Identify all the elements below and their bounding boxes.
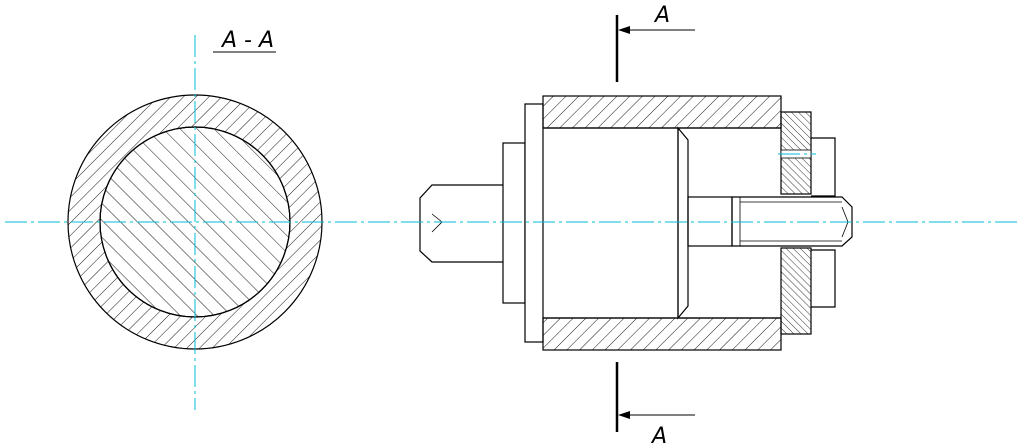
nut-bottom	[811, 249, 836, 308]
end-cap-bottom	[780, 247, 812, 335]
section-title: A - A	[220, 28, 274, 53]
centerlines	[5, 35, 1020, 410]
pin-chamfer	[431, 213, 443, 233]
cut-indicator-top: A	[615, 3, 695, 82]
left-pin	[419, 184, 503, 263]
piston-body	[677, 126, 689, 320]
assembly-side-view	[419, 95, 853, 351]
flange-large	[524, 103, 544, 343]
nut-top	[811, 137, 836, 197]
cut-indicator-bottom: A	[615, 362, 695, 448]
flange-small	[502, 142, 526, 304]
cut-label-top: A	[653, 3, 670, 28]
cut-arrow-head-bottom	[618, 411, 630, 419]
sleeve-top-wall	[542, 95, 782, 129]
sleeve-bottom-wall	[542, 317, 782, 351]
cut-label-bottom: A	[650, 424, 667, 448]
bolt-shank	[731, 196, 853, 247]
cut-arrow-head-top	[618, 26, 630, 34]
